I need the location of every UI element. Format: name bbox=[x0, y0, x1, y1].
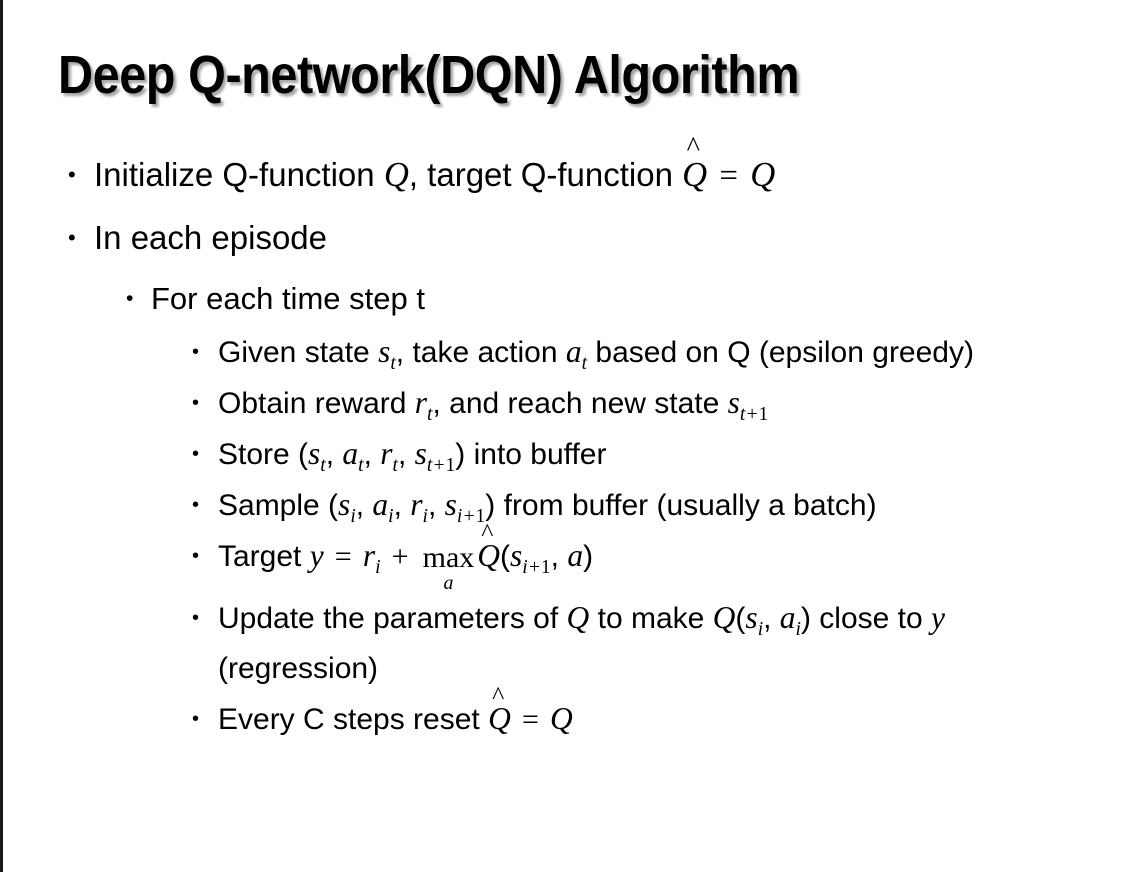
bullet-item-sample-from-buffer: • Sample (si, ai, ri, si+1) from buffer (… bbox=[0, 480, 1124, 531]
text-run: , and reach new state bbox=[432, 387, 728, 420]
text-run: ) into buffer bbox=[455, 438, 607, 471]
math-variable: y bbox=[309, 538, 324, 573]
text-run: Obtain reward bbox=[218, 387, 415, 420]
text-run: For each time step t bbox=[151, 281, 425, 316]
math-variable: Q bbox=[566, 599, 590, 635]
text-run: Sample ( bbox=[218, 489, 339, 522]
math-variable-subscripted: ai bbox=[372, 487, 394, 527]
text-run: In each episode bbox=[94, 219, 328, 256]
bullet-text: Update the parameters of Q to make Q(si,… bbox=[218, 593, 1122, 694]
text-run: , bbox=[355, 489, 373, 522]
bullet-glyph-icon: • bbox=[192, 341, 200, 363]
text-run: , bbox=[427, 489, 445, 522]
bullet-item-obtain-reward-reach-new-state: • Obtain reward rt, and reach new state s… bbox=[0, 378, 1124, 429]
math-variable-subscripted: ri bbox=[410, 487, 428, 527]
text-run: , take action bbox=[395, 336, 566, 369]
text-run: , bbox=[763, 601, 780, 635]
text-run: Every C steps reset bbox=[218, 702, 489, 736]
math-variable-hat: ^Q bbox=[488, 680, 511, 736]
text-run: Given state bbox=[218, 336, 379, 369]
hat-accent-icon: ^ bbox=[686, 131, 700, 163]
math-variable: Q bbox=[712, 599, 736, 635]
hat-accent-icon: ^ bbox=[481, 517, 494, 547]
text-run: ) bbox=[583, 540, 594, 573]
bullet-glyph-icon: • bbox=[68, 162, 76, 187]
text-run: ( bbox=[500, 540, 511, 573]
math-variable-subscripted: st+1 bbox=[727, 385, 769, 425]
slide-left-rule bbox=[0, 0, 3, 872]
math-operator: = bbox=[711, 158, 747, 194]
math-variable-subscripted: si+1 bbox=[510, 538, 551, 578]
math-variable-subscripted: at bbox=[565, 334, 588, 374]
page-title: Deep Q-network(DQN) Algorithm bbox=[58, 45, 800, 105]
math-variable: a bbox=[567, 538, 584, 573]
text-run: to make bbox=[589, 601, 713, 635]
math-variable-subscripted: at bbox=[342, 436, 364, 476]
math-variable-subscripted: st+1 bbox=[414, 436, 456, 476]
bullet-item-every-c-steps-reset: • Every C steps reset ^Q = Q bbox=[0, 680, 1124, 745]
bullet-glyph-icon: • bbox=[192, 494, 200, 516]
text-run: , bbox=[325, 438, 343, 471]
math-variable-subscripted: st bbox=[308, 436, 326, 476]
bullet-text: Given state st, take action at based on … bbox=[218, 327, 1122, 378]
bullet-glyph-icon: • bbox=[192, 392, 200, 414]
math-variable-subscripted: st bbox=[378, 334, 396, 374]
bullet-item-initialize-q-function: •Initialize Q-function Q, target Q-funct… bbox=[0, 131, 1124, 205]
text-run: based on Q (epsilon greedy) bbox=[587, 336, 974, 369]
bullet-text: Initialize Q-function Q, target Q-functi… bbox=[94, 131, 1124, 205]
text-run: , bbox=[397, 438, 415, 471]
text-run: ) from buffer (usually a batch) bbox=[485, 489, 877, 522]
math-variable-hat: ^Q bbox=[477, 517, 501, 573]
bullet-text: For each time step t bbox=[151, 271, 1124, 327]
math-variable-hat: ^Q bbox=[682, 131, 708, 194]
math-operator: + bbox=[384, 540, 417, 573]
bullet-glyph-icon: • bbox=[192, 443, 200, 465]
bullet-item-store-into-buffer: • Store (st, at, rt, st+1) into buffer bbox=[0, 429, 1124, 480]
bullet-text: Sample (si, ai, ri, si+1) from buffer (u… bbox=[218, 480, 1122, 531]
hat-accent-icon: ^ bbox=[492, 680, 505, 710]
text-run: ) close to bbox=[800, 601, 932, 635]
algorithm-bullet-list: •Initialize Q-function Q, target Q-funct… bbox=[0, 131, 1124, 745]
text-run: ( bbox=[735, 601, 746, 635]
text-run: Store ( bbox=[218, 438, 309, 471]
math-variable: y bbox=[931, 599, 946, 635]
bullet-text: Every C steps reset ^Q = Q bbox=[218, 680, 1122, 745]
bullet-glyph-icon: • bbox=[192, 707, 200, 730]
math-variable-subscripted: si bbox=[745, 599, 764, 640]
bullet-glyph-icon: • bbox=[192, 545, 200, 567]
text-run: Initialize Q-function bbox=[94, 156, 384, 193]
text-run: , bbox=[363, 438, 381, 471]
bullet-item-given-state-take-action: • Given state st, take action at based on… bbox=[0, 327, 1124, 378]
math-variable-subscripted: ai bbox=[779, 599, 801, 640]
bullet-item-for-each-time-step: • For each time step t bbox=[0, 271, 1124, 327]
math-variable: Q bbox=[383, 156, 409, 194]
text-run: , bbox=[393, 489, 411, 522]
text-run: Target bbox=[218, 540, 310, 573]
text-run: , bbox=[550, 540, 568, 573]
bullet-text: Store (st, at, rt, st+1) into buffer bbox=[218, 429, 1122, 480]
math-operator: = bbox=[514, 702, 547, 736]
bullet-text: Obtain reward rt, and reach new state st… bbox=[218, 378, 1122, 429]
text-run: Update the parameters of bbox=[218, 601, 567, 635]
math-operator: = bbox=[327, 540, 360, 573]
bullet-item-update-parameters: •Update the parameters of Q to make Q(si… bbox=[0, 593, 1124, 694]
bullet-glyph-icon: • bbox=[68, 225, 76, 250]
math-variable: Q bbox=[750, 156, 776, 194]
math-variable-subscripted: si+1 bbox=[444, 487, 486, 527]
math-variable-subscripted: rt bbox=[380, 436, 398, 476]
math-variable-subscripted: si bbox=[338, 487, 356, 527]
text-run: (regression) bbox=[218, 651, 379, 685]
bullet-item-in-each-episode: • In each episode bbox=[0, 209, 1124, 267]
bullet-glyph-icon: • bbox=[192, 606, 200, 629]
bullet-text: In each episode bbox=[94, 209, 1124, 267]
math-variable-subscripted: rt bbox=[414, 385, 433, 425]
bullet-glyph-icon: • bbox=[126, 287, 134, 310]
math-variable: Q bbox=[549, 700, 573, 736]
text-run: , target Q-function bbox=[408, 156, 683, 193]
math-variable-subscripted: ri bbox=[362, 538, 381, 578]
